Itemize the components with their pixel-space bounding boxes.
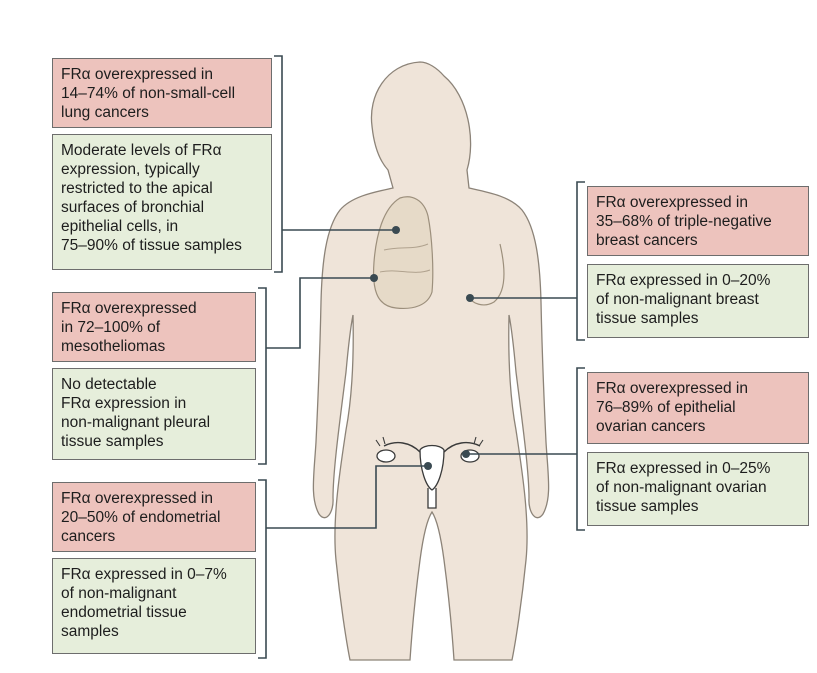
dot-lung	[392, 226, 400, 234]
lung-fissure-lower	[379, 269, 431, 273]
breast-cancer-callout: FRα overexpressed in 35–68% of triple-ne…	[587, 186, 809, 256]
ovarian-cancer-callout: FRα overexpressed in 76–89% of epithelia…	[587, 372, 809, 444]
uterus-shape	[419, 444, 445, 509]
connector-endo	[266, 465, 428, 529]
mesothelioma-cancer-callout: FRα overexpressed in 72–100% of mesothel…	[52, 292, 256, 362]
ovary-left	[376, 449, 396, 463]
bracket-ovary	[576, 367, 585, 531]
bracket-breast	[576, 181, 585, 341]
endometrial-normal-callout: FRα expressed in 0–7% of non-malignant e…	[52, 558, 256, 654]
breast-normal-callout: FRα expressed in 0–20% of non-malignant …	[587, 264, 809, 338]
mesothelioma-normal-callout: No detectable FRα expression in non-mali…	[52, 368, 256, 460]
dot-endo	[424, 462, 432, 470]
endometrial-cancer-callout: FRα overexpressed in 20–50% of endometri…	[52, 482, 256, 552]
dot-breast	[466, 294, 474, 302]
bracket-lung	[274, 55, 283, 273]
fimbriae	[375, 436, 484, 447]
breast-contour	[467, 243, 505, 306]
ovarian-normal-callout: FRα expressed in 0–25% of non-malignant …	[587, 452, 809, 526]
connector-meso	[266, 277, 374, 349]
bracket-meso	[258, 287, 267, 465]
dot-ovary	[462, 450, 470, 458]
lung-cancer-callout: FRα overexpressed in 14–74% of non-small…	[52, 58, 272, 128]
lung-shape	[372, 196, 434, 310]
lung-normal-callout: Moderate levels of FRα expression, typic…	[52, 134, 272, 270]
lung-fissure	[383, 243, 429, 251]
fallopian-tubes	[383, 441, 481, 453]
body-silhouette	[312, 61, 550, 661]
dot-meso	[370, 274, 378, 282]
bracket-endo	[258, 479, 267, 659]
